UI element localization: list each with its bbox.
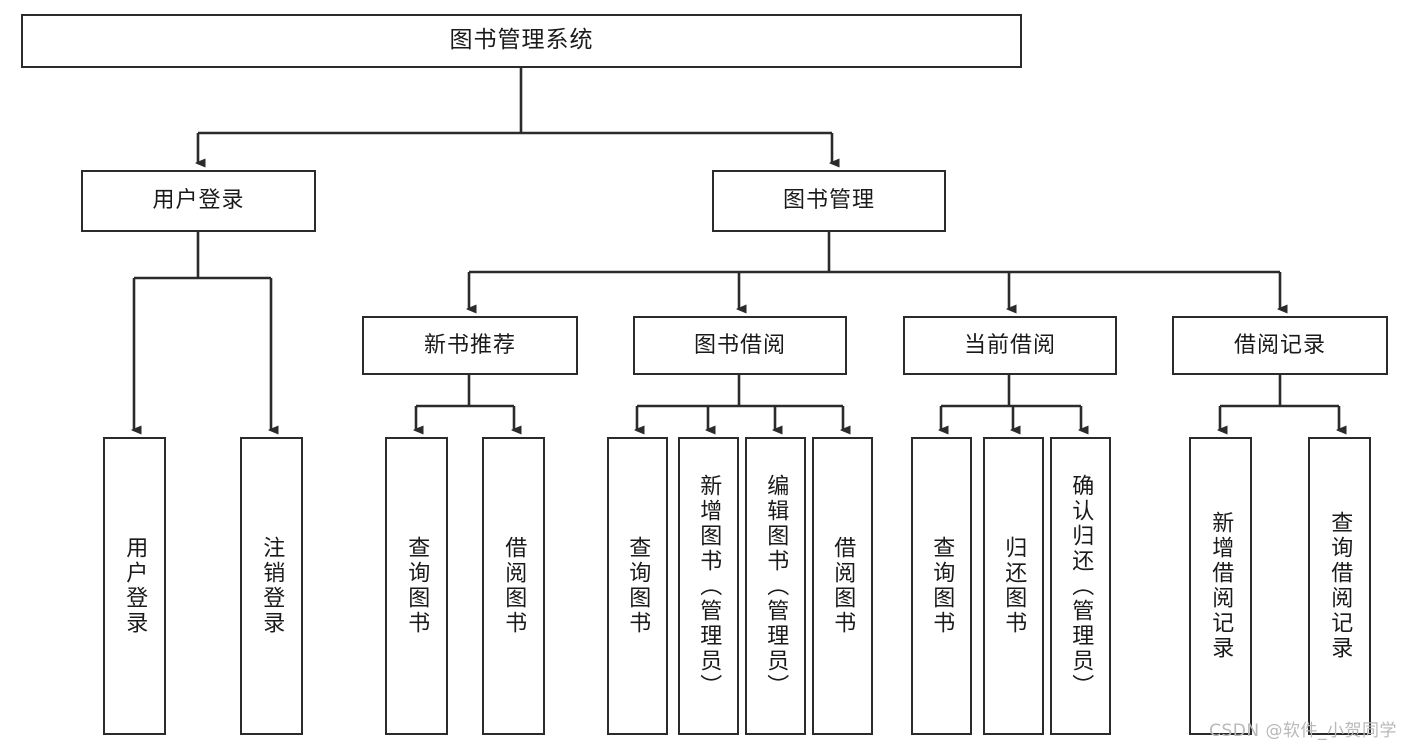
node-leaf-query-book-2[interactable]: 查询图书 bbox=[607, 437, 668, 735]
node-leaf-add-borrow-record-label: 新增借阅记录 bbox=[1208, 511, 1234, 661]
node-current-borrow[interactable]: 当前借阅 bbox=[903, 316, 1117, 375]
node-root-label: 图书管理系统 bbox=[449, 27, 594, 54]
node-book-manage-label: 图书管理 bbox=[782, 188, 875, 214]
node-leaf-query-borrow-record[interactable]: 查询借阅记录 bbox=[1308, 437, 1371, 735]
node-leaf-query-book-3[interactable]: 查询图书 bbox=[911, 437, 972, 735]
node-user-login[interactable]: 用户登录 bbox=[81, 170, 316, 232]
node-new-book-recommend-label: 新书推荐 bbox=[423, 332, 516, 358]
node-leaf-logout-login[interactable]: 注销登录 bbox=[240, 437, 303, 735]
node-leaf-edit-book-admin-label: 编辑图书（管理员） bbox=[763, 473, 789, 699]
node-leaf-add-book-admin[interactable]: 新增图书（管理员） bbox=[678, 437, 739, 735]
node-leaf-user-login[interactable]: 用户登录 bbox=[103, 437, 166, 735]
node-leaf-add-book-admin-label: 新增图书（管理员） bbox=[696, 473, 722, 699]
node-new-book-recommend[interactable]: 新书推荐 bbox=[362, 316, 578, 375]
node-leaf-query-book-1-label: 查询图书 bbox=[404, 536, 430, 636]
node-leaf-add-borrow-record[interactable]: 新增借阅记录 bbox=[1189, 437, 1252, 735]
node-leaf-query-book-1[interactable]: 查询图书 bbox=[385, 437, 448, 735]
node-leaf-confirm-return-admin-label: 确认归还（管理员） bbox=[1068, 473, 1094, 699]
node-leaf-return-book-label: 归还图书 bbox=[1001, 536, 1027, 636]
node-leaf-query-book-2-label: 查询图书 bbox=[625, 536, 651, 636]
node-current-borrow-label: 当前借阅 bbox=[963, 332, 1056, 358]
node-borrow-record-label: 借阅记录 bbox=[1233, 332, 1326, 358]
node-borrow-record[interactable]: 借阅记录 bbox=[1172, 316, 1388, 375]
node-leaf-query-book-3-label: 查询图书 bbox=[929, 536, 955, 636]
node-leaf-user-login-label: 用户登录 bbox=[122, 536, 148, 636]
node-leaf-return-book[interactable]: 归还图书 bbox=[983, 437, 1044, 735]
node-book-manage[interactable]: 图书管理 bbox=[712, 170, 946, 232]
node-leaf-borrow-book-1[interactable]: 借阅图书 bbox=[482, 437, 545, 735]
node-leaf-borrow-book-2-label: 借阅图书 bbox=[830, 536, 856, 636]
node-leaf-edit-book-admin[interactable]: 编辑图书（管理员） bbox=[745, 437, 806, 735]
node-book-borrow[interactable]: 图书借阅 bbox=[633, 316, 847, 375]
node-user-login-label: 用户登录 bbox=[152, 188, 245, 214]
node-book-borrow-label: 图书借阅 bbox=[693, 332, 786, 358]
node-leaf-query-borrow-record-label: 查询借阅记录 bbox=[1327, 511, 1353, 661]
node-root[interactable]: 图书管理系统 bbox=[21, 14, 1022, 68]
node-leaf-logout-login-label: 注销登录 bbox=[259, 536, 285, 636]
node-leaf-confirm-return-admin[interactable]: 确认归还（管理员） bbox=[1050, 437, 1111, 735]
node-leaf-borrow-book-1-label: 借阅图书 bbox=[501, 536, 527, 636]
node-leaf-borrow-book-2[interactable]: 借阅图书 bbox=[812, 437, 873, 735]
csdn-watermark: CSDN @软件_小贺同学 bbox=[1209, 721, 1397, 741]
